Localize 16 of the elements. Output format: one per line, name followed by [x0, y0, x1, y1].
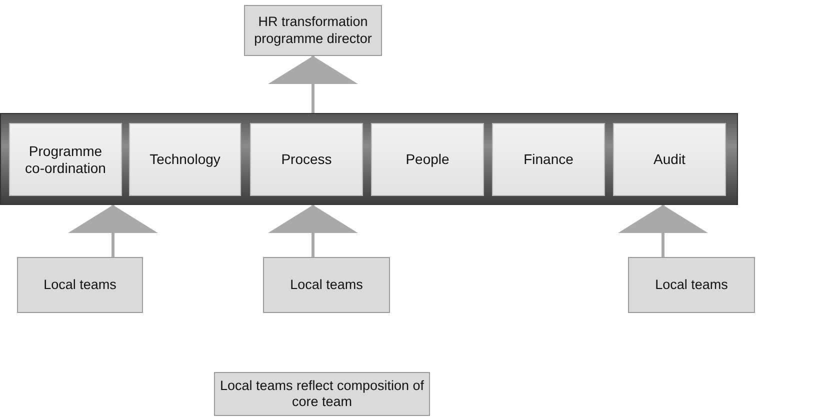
arrow [618, 205, 708, 257]
arrow [68, 205, 158, 257]
org-box: HR transformation programme director [244, 5, 382, 56]
org-box: People [371, 123, 484, 196]
org-box: Technology [129, 123, 241, 196]
org-box: Finance [492, 123, 605, 196]
org-box: Programme co-ordination [9, 123, 122, 196]
org-box: Local teams [628, 257, 755, 313]
org-box: Local teams [263, 257, 390, 313]
arrow [268, 56, 358, 113]
org-box: Process [250, 123, 363, 196]
department-band [0, 113, 738, 205]
org-box: Audit [613, 123, 726, 196]
org-box: Local teams reflect composition of core team [214, 372, 430, 416]
org-box: Local teams [17, 257, 143, 313]
arrow [268, 205, 358, 257]
